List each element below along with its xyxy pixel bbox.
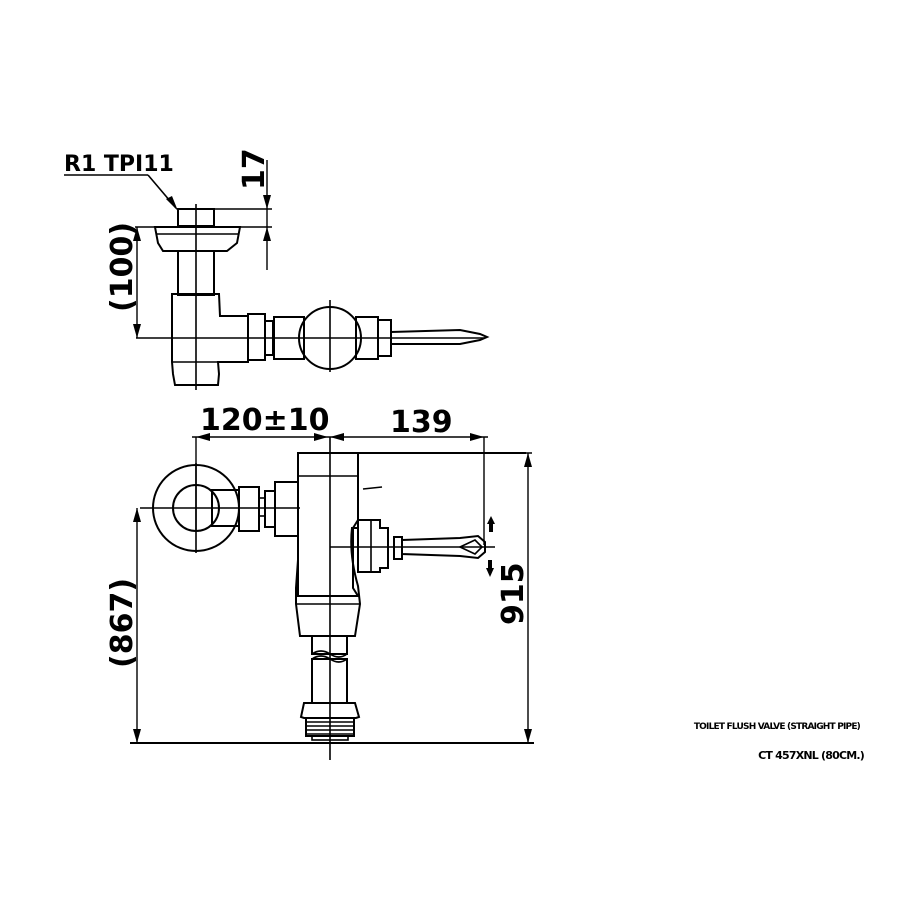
dim-867-text: (867) xyxy=(105,578,140,668)
dim-arrow-icon xyxy=(470,433,484,441)
model-number: CT 457XNL (80CM.) xyxy=(758,749,865,762)
handle-lever-front xyxy=(401,534,486,560)
handle-housing xyxy=(357,519,389,573)
dim-arrow-icon xyxy=(133,324,141,338)
inlet-nut xyxy=(238,486,260,532)
dim-arrow-icon xyxy=(133,508,141,522)
thread-label: R1 TPI11 xyxy=(64,152,174,177)
front-view: 120±10 139 xyxy=(105,403,534,760)
dim-17-text: 17 xyxy=(237,148,272,190)
top-view: R1 TPI11 17 xyxy=(64,148,490,390)
dim-arrow-icon xyxy=(330,433,344,441)
dim-arrow-icon xyxy=(133,227,141,241)
dim-arrow-icon xyxy=(196,433,210,441)
dim-arrow-icon xyxy=(133,729,141,743)
elbow-body xyxy=(171,293,249,386)
dim-arrow-icon xyxy=(524,453,532,467)
dim-139-text: 139 xyxy=(390,405,453,440)
dim-arrow-icon xyxy=(524,729,532,743)
leader-arrow-icon xyxy=(166,196,178,211)
drawing-title: TOILET FLUSH VALVE (STRAIGHT PIPE) xyxy=(693,722,861,732)
dim-100-text: (100) xyxy=(105,222,140,312)
dim-915-text: 915 xyxy=(496,562,531,625)
arrow-down-icon-stem xyxy=(488,560,492,568)
spud-nut xyxy=(299,702,361,719)
vent-mark xyxy=(362,486,383,490)
arrow-up-icon-stem xyxy=(489,524,493,532)
flange xyxy=(153,226,242,252)
handle-collar-front xyxy=(393,536,403,560)
handle-lever xyxy=(390,328,490,345)
dim-120-text: 120±10 xyxy=(200,403,330,438)
arrow-down-icon xyxy=(486,568,494,577)
valve-body xyxy=(274,452,362,637)
dim-arrow-icon xyxy=(314,433,328,441)
coupling-nut xyxy=(247,313,266,361)
dim-arrow-icon xyxy=(263,227,271,241)
dim-arrow-icon xyxy=(263,195,271,209)
arrow-up-icon xyxy=(487,516,495,524)
inlet-ring xyxy=(264,490,276,528)
